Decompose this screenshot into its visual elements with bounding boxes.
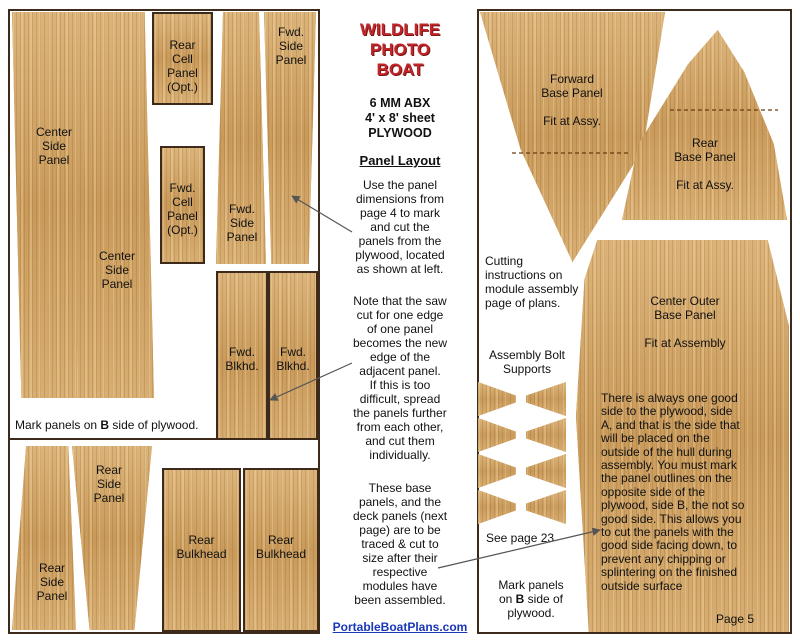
right-mark-note: Mark panels on B side of plywood. <box>498 578 564 620</box>
rear-cell-panel <box>152 12 213 105</box>
leader-arrow-3 <box>437 527 601 569</box>
rear-bulkhead-1 <box>162 468 241 632</box>
rear-bulkhead-2 <box>243 468 319 632</box>
fwd-side-panel-1 <box>216 12 266 264</box>
fwd-bulkhead-1 <box>216 271 268 452</box>
panel-layout-heading: Panel Layout <box>359 153 441 168</box>
leader-arrow-2 <box>269 362 353 401</box>
fwd-cell-panel <box>160 146 205 264</box>
see-page-23: See page 23 <box>486 531 555 545</box>
center-outer-base-panel <box>576 240 789 632</box>
leader-arrow-1 <box>291 195 353 233</box>
fwd-bulkhead-2-label: Fwd.Blkhd. <box>276 345 310 373</box>
left-mark-note: Mark panels on B side of plywood. <box>15 418 199 432</box>
fwd-bulkhead-2 <box>268 271 318 452</box>
fwd-bulkhead-1-label: Fwd.Blkhd. <box>225 345 259 373</box>
fwd-side-panel-2 <box>264 12 316 264</box>
website-link[interactable]: PortableBoatPlans.com <box>332 620 468 634</box>
page-number: Page 5 <box>716 612 755 626</box>
center-side-panel-1 <box>12 12 90 398</box>
center-side-panel-2 <box>76 12 154 398</box>
